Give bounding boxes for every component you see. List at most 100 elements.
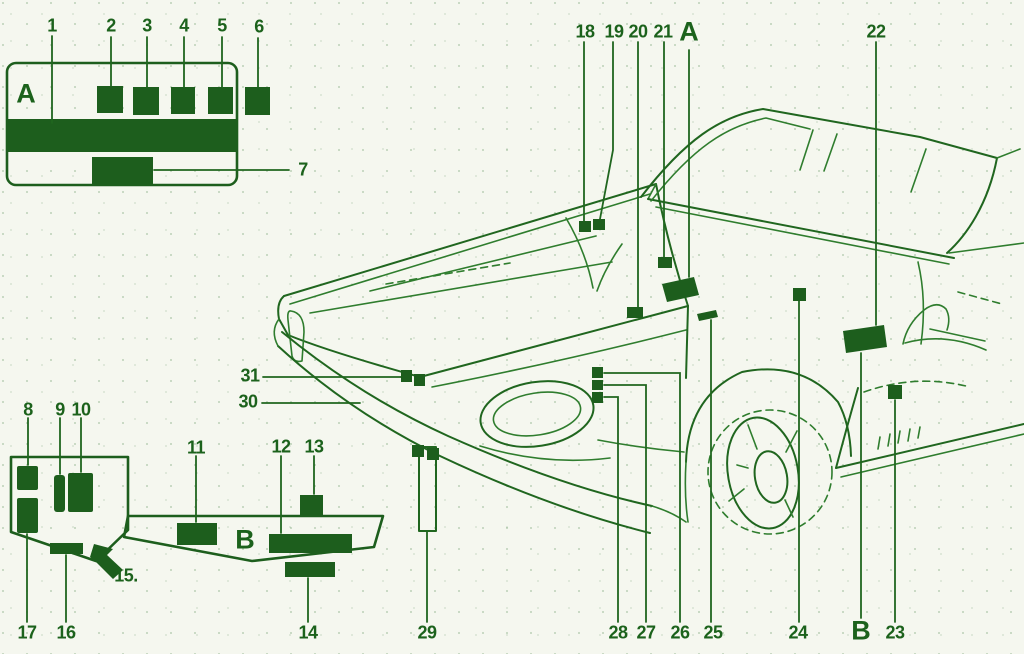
fusebox-b-pentagon [9,455,130,563]
component-26-block [592,367,603,378]
hood-edge [283,183,657,297]
fuse-13-block [300,495,323,517]
leader-27 [603,384,647,623]
label-b-inset: B [235,524,255,555]
fuse-2-block [97,86,123,113]
front-fender-edge [277,295,421,378]
tire-outline [707,409,833,535]
component-29-bracket [418,446,437,532]
callout-20: 20 [628,21,648,42]
callout-18: 18 [575,21,595,42]
fuse-7-block [92,157,153,184]
headlight-oval-inner [492,391,582,437]
fusebox-a-bar [8,119,236,152]
callout-9: 9 [55,399,65,420]
fusebox-b-tray [122,514,385,563]
window-sill [647,198,955,259]
callout-5: 5 [217,15,227,36]
component-25-cap [697,310,718,321]
component-18-block [579,221,591,232]
fuse-14-block [285,562,335,577]
callout-24: 24 [788,622,808,643]
wheel-arch [685,368,852,463]
beltline [419,305,689,378]
fuse-16-block [50,543,83,554]
roofline [640,108,998,198]
callout-14: 14 [298,622,318,643]
label-a-inset: A [16,78,36,109]
rocker-sill [835,423,1024,469]
callout-10: 10 [71,399,91,420]
bumper-lower [277,345,651,534]
windshield-pillar [650,117,811,202]
component-29-block [412,445,424,457]
door-rear-edge [835,387,859,469]
fuse-6-block [245,87,270,115]
fuse-5-block [208,87,233,114]
callout-30: 30 [238,391,258,412]
callout-11: 11 [186,437,206,458]
callout-23: 23 [885,622,905,643]
callout-28: 28 [608,622,628,643]
bumper-upper [281,331,653,507]
callout-6: 6 [254,16,264,37]
hood-crease [309,261,613,314]
callout-22: 22 [866,21,886,42]
fusebox-a-outline [5,61,239,187]
component-27-block [592,380,603,390]
leader-19 [599,41,614,220]
component-19-block [593,219,605,230]
callout-3: 3 [142,15,152,36]
callout-2: 2 [106,15,116,36]
callout-16: 16 [56,622,76,643]
callout-7: 7 [298,159,308,180]
component-21-block [658,257,672,268]
fuse-3-block [133,87,159,115]
component-31-block [401,370,412,382]
callout-15: 15. [114,565,138,586]
callout-17: 17 [17,622,37,643]
callout-19: 19 [604,21,624,42]
sill-hatching [877,426,921,450]
leader-26 [603,372,681,623]
callout-26: 26 [670,622,690,643]
fusebox-b-on-car [843,325,887,353]
callout-29: 29 [417,622,437,643]
component-20-block [627,307,643,318]
fuse-4-block [171,87,195,114]
inset-a-leader-lines [51,35,290,171]
rear-pillar [946,157,998,254]
callout-12: 12 [271,436,291,457]
callout-27: 27 [636,622,656,643]
component-24-block [793,288,806,301]
pointer-arrow-15-icon [90,544,123,579]
component-28-block [592,392,603,403]
fuse-12-block [269,534,352,553]
fuse-17-block [17,498,38,533]
callout-13: 13 [304,436,324,457]
fuse-8-block [17,466,38,490]
label-a-car: A [679,16,699,47]
callout-8: 8 [23,399,33,420]
car-callouts [261,41,902,623]
headlight-oval-outer [479,380,595,448]
fusebox-a-on-car [662,277,699,302]
inset-b [9,417,385,623]
cowl-curve [565,217,594,289]
seat-headrest [902,303,950,345]
wheel-rim [726,416,800,530]
car-outline [273,108,1024,535]
wheel-spokes [728,424,798,518]
label-b-car: B [851,615,871,646]
callout-4: 4 [179,15,189,36]
leader-28 [603,396,619,623]
wheel-hub [753,450,789,504]
callout-1: 1 [47,15,57,36]
fuse-9-block [54,475,65,512]
callout-25: 25 [703,622,723,643]
door-front-edge [685,305,689,379]
callout-21: 21 [653,21,673,42]
inset-b-leader-lines [26,417,315,623]
